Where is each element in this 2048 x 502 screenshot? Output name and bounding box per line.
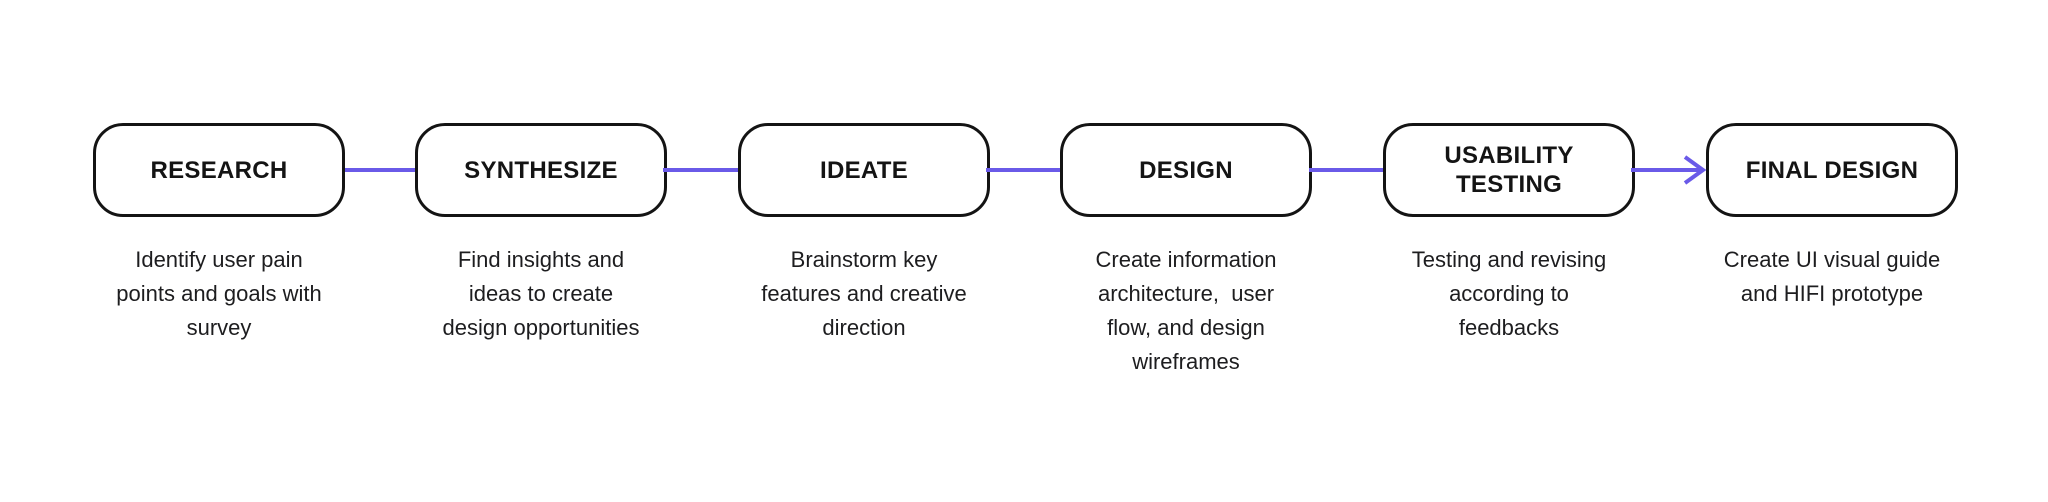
stage-box-final-design: FINAL DESIGN — [1706, 123, 1958, 217]
stage-box-ideate: IDEATE — [738, 123, 990, 217]
stage-title: SYNTHESIZE — [464, 156, 618, 184]
stage-title: DESIGN — [1139, 156, 1233, 184]
connector-line — [345, 168, 415, 172]
stage-synthesize: SYNTHESIZE Find insights and ideas to cr… — [415, 123, 667, 345]
stage-description: Find insights and ideas to create design… — [442, 247, 640, 340]
stage-box-design: DESIGN — [1060, 123, 1312, 217]
stage-description: Create information architecture, user fl… — [1095, 247, 1277, 374]
stage-title: FINAL DESIGN — [1745, 156, 1919, 184]
stage-usability-testing: USABILITY TESTING Testing and revising a… — [1383, 123, 1635, 345]
stage-title: USABILITY TESTING — [1444, 142, 1574, 198]
connector-line — [1309, 168, 1383, 172]
stage-description: Create UI visual guide and HIFI prototyp… — [1723, 247, 1941, 306]
connector-line — [986, 168, 1060, 172]
flow-arrow-icon — [1631, 155, 1707, 185]
stage-description: Identify user pain points and goals with… — [116, 247, 322, 340]
connector-line — [663, 168, 738, 172]
stage-design: DESIGN Create information architecture, … — [1060, 123, 1312, 379]
stage-description: Testing and revising according to feedba… — [1411, 247, 1607, 340]
stage-research: RESEARCH Identify user pain points and g… — [93, 123, 345, 345]
stage-description: Brainstorm key features and creative dir… — [761, 247, 967, 340]
stage-box-usability-testing: USABILITY TESTING — [1383, 123, 1635, 217]
stage-final-design: FINAL DESIGN Create UI visual guide and … — [1706, 123, 1958, 311]
stage-title: RESEARCH — [150, 156, 288, 184]
stage-box-research: RESEARCH — [93, 123, 345, 217]
stage-box-synthesize: SYNTHESIZE — [415, 123, 667, 217]
stage-title: IDEATE — [819, 156, 909, 184]
stage-ideate: IDEATE Brainstorm key features and creat… — [738, 123, 990, 345]
